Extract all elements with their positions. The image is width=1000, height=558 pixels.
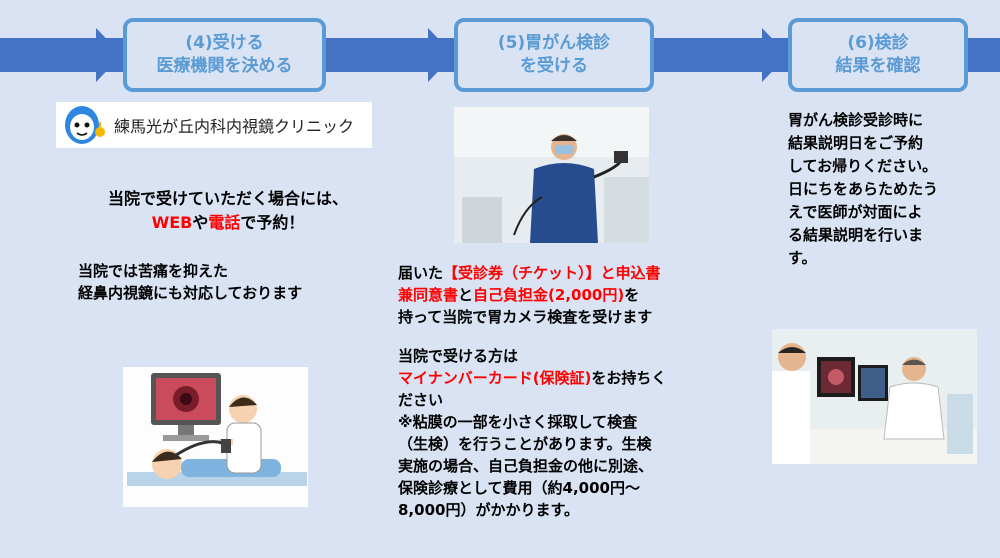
result-explanation-note: 胃がん検診受診時に 結果説明日をご予約 してお帰りください。 日にちをあらためた… bbox=[788, 111, 939, 267]
reservation-note: 当院で受けていただく場合には、 WEBや電話で予約！ bbox=[78, 187, 378, 235]
step-5-subtitle: を受ける bbox=[520, 56, 588, 76]
flow-arrow-head bbox=[428, 28, 454, 82]
endoscopy-illustration bbox=[123, 367, 308, 507]
web-link-text[interactable]: WEB bbox=[151, 213, 193, 232]
flow-arrow-head bbox=[762, 28, 788, 82]
my-number-card-text: マイナンバーカード(保険証) bbox=[398, 369, 592, 387]
step-5-title: (5)胃がん検診 bbox=[497, 33, 611, 53]
exam-instructions: 届いた【受診券（チケット）】と申込書 兼同意書と自己負担金(2,000円)を 持… bbox=[398, 264, 661, 326]
step-4-subtitle: 医療機関を決める bbox=[156, 56, 293, 76]
step-6-title: (6)検診 bbox=[847, 33, 909, 53]
step-6-subtitle: 結果を確認 bbox=[835, 56, 921, 76]
step-4-title: (4)受ける bbox=[185, 33, 264, 53]
reservation-line-1: 当院で受けていただく場合には、 bbox=[107, 189, 348, 208]
ticket-text: 【受診券（チケット）】と申込書 bbox=[443, 264, 661, 282]
result-consultation-photo bbox=[772, 329, 977, 464]
phone-text[interactable]: 電話 bbox=[208, 213, 241, 232]
clinic-banner: 練馬光が丘内科内視鏡クリニック bbox=[56, 102, 372, 148]
bring-card-note: 当院で受ける方は マイナンバーカード(保険証)をお持ちく ださい ※粘膜の一部を… bbox=[398, 347, 667, 519]
consent-text: 兼同意書 bbox=[398, 286, 459, 304]
step-6-box: (6)検診 結果を確認 bbox=[788, 18, 968, 92]
flow-arrow-head bbox=[96, 28, 122, 82]
step-4-box: (4)受ける 医療機関を決める bbox=[123, 18, 326, 92]
clinic-mascot-icon bbox=[65, 106, 105, 144]
step-5-box: (5)胃がん検診 を受ける bbox=[454, 18, 654, 92]
clinic-name: 練馬光が丘内科内視鏡クリニック bbox=[114, 117, 355, 136]
copay-text: 自己負担金(2,000円) bbox=[473, 286, 625, 304]
nasal-endoscope-note: 当院では苦痛を抑えた 経鼻内視鏡にも対応しております bbox=[78, 262, 303, 302]
doctor-endoscope-photo bbox=[454, 107, 649, 243]
